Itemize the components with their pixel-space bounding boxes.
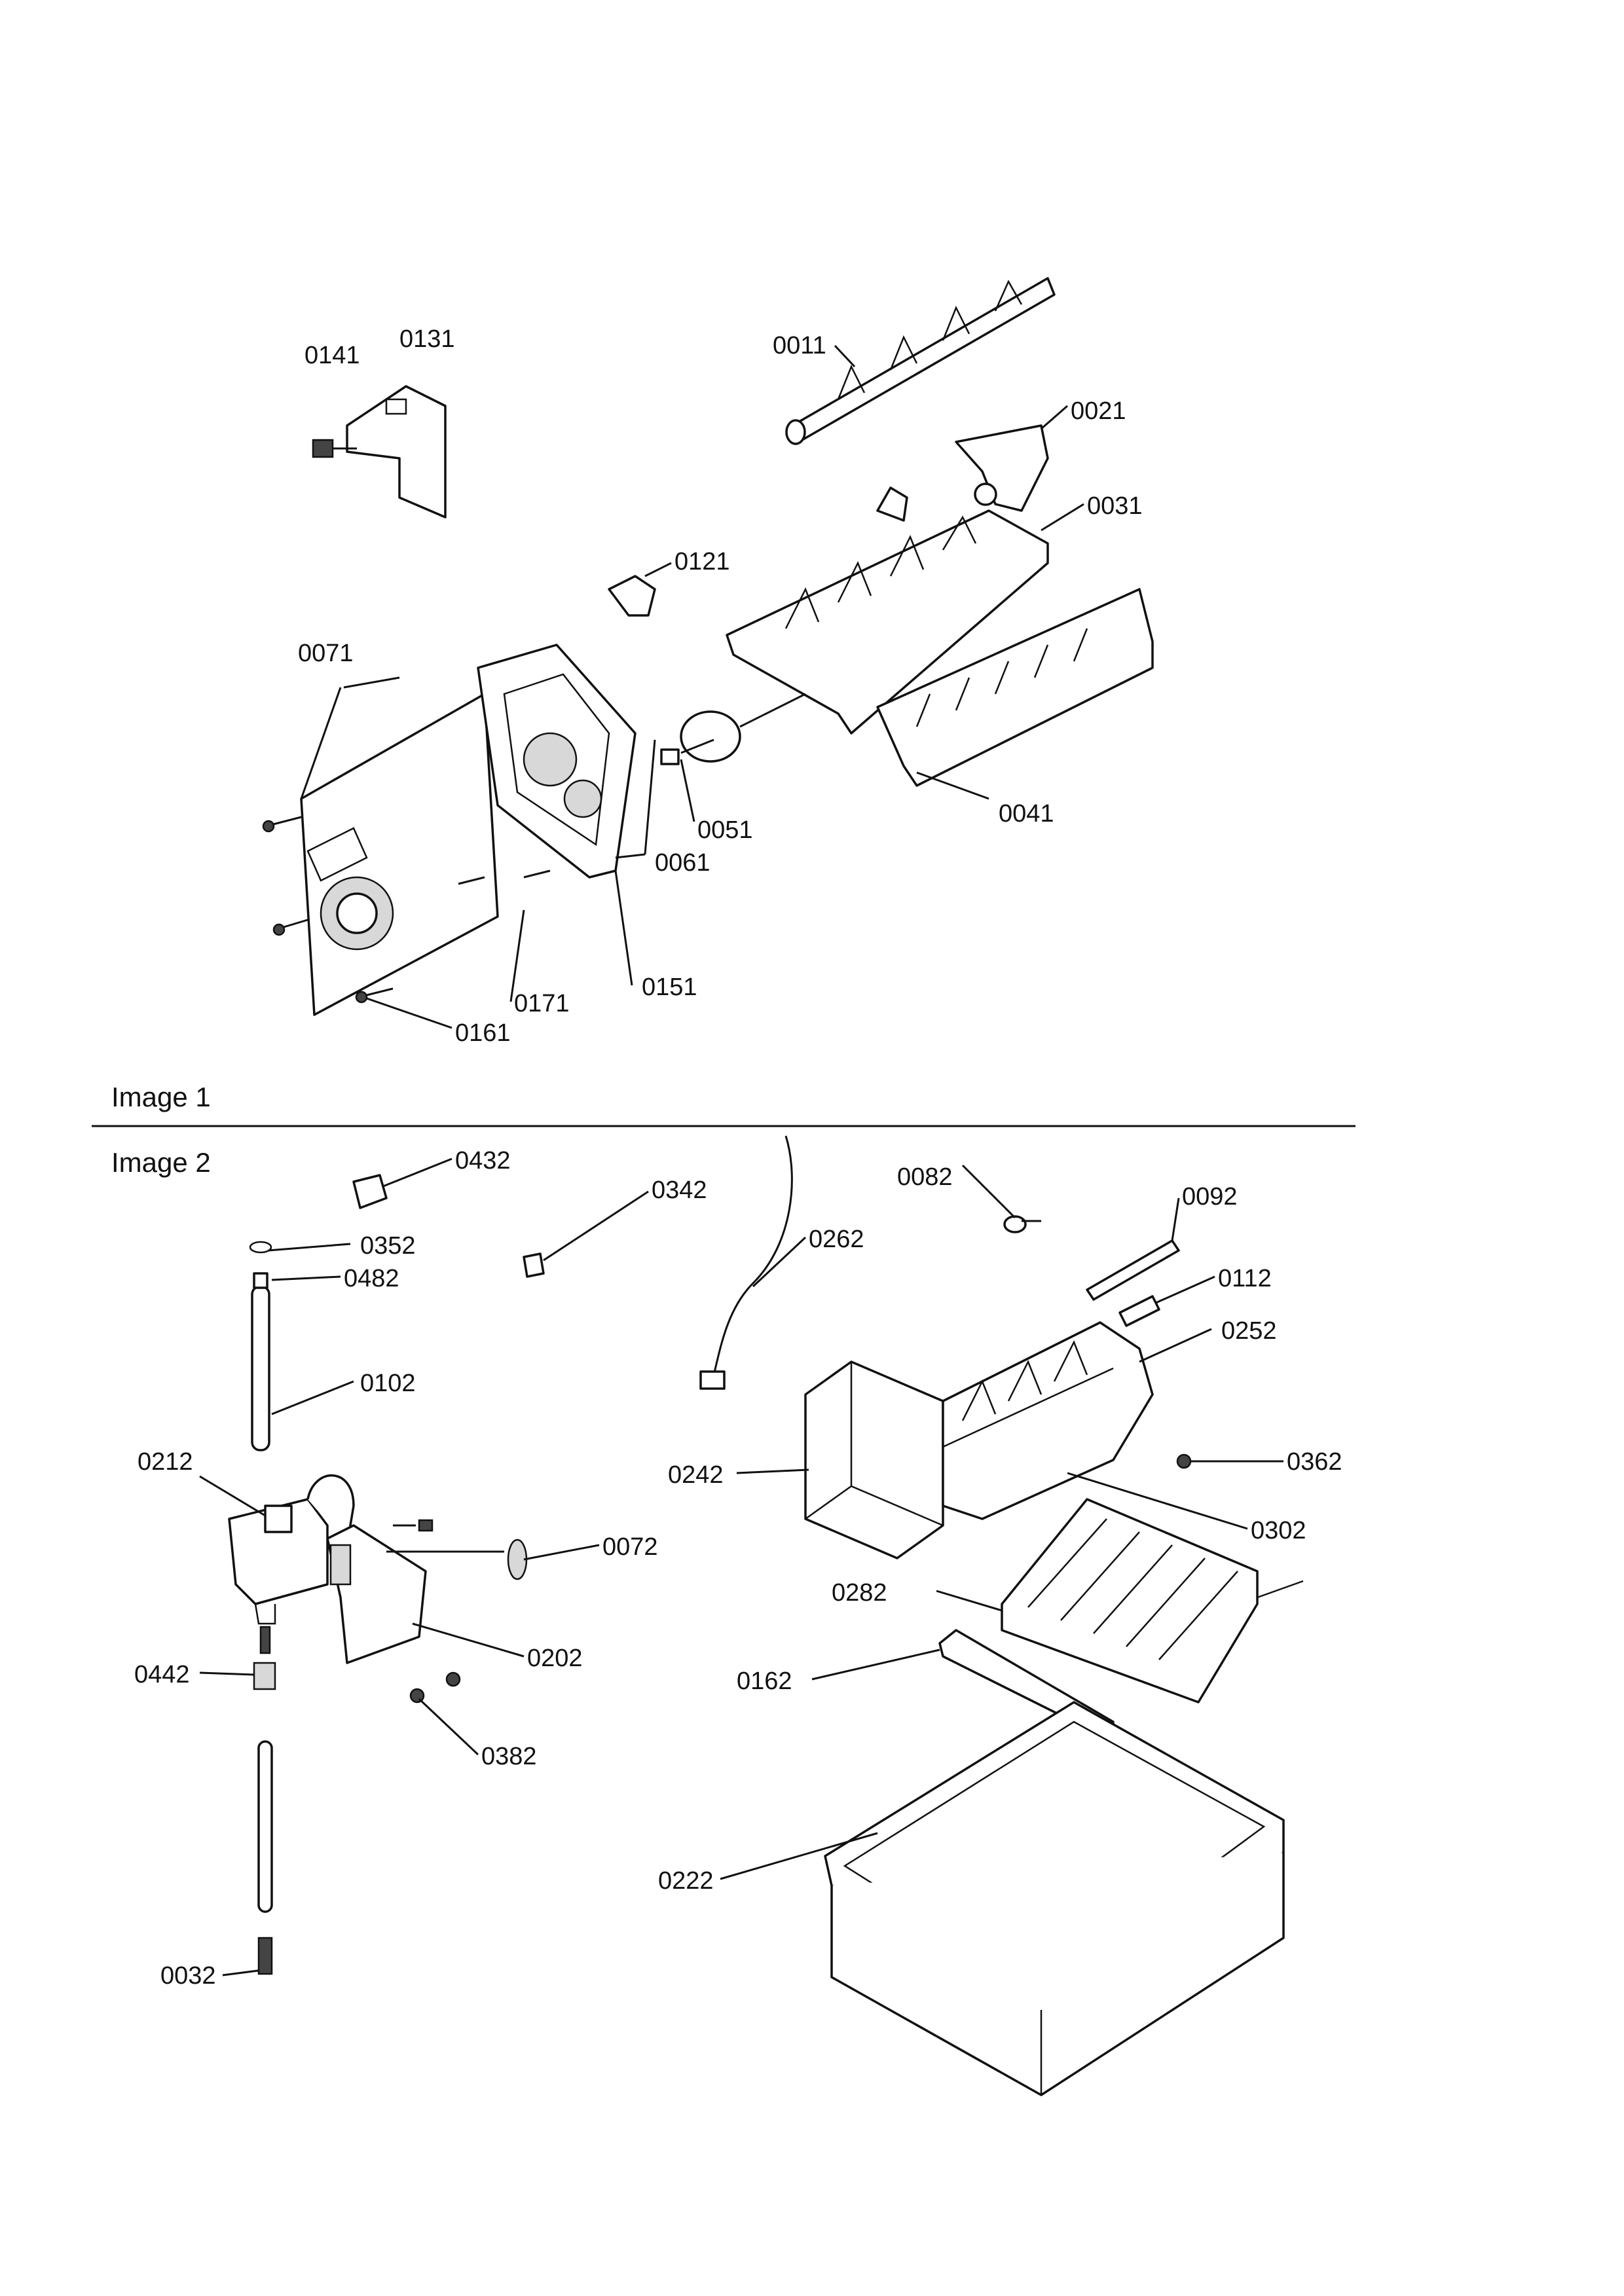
part-label-0342: 0342	[652, 1176, 707, 1204]
part-label-0151: 0151	[642, 974, 697, 1001]
part-label-0121: 0121	[674, 548, 730, 575]
tube-part-0102	[249, 1241, 272, 1451]
part-label-0161: 0161	[455, 1019, 511, 1047]
part-label-0102: 0102	[360, 1370, 416, 1397]
rake-part-0041	[876, 588, 1154, 787]
part-label-0302: 0302	[1251, 1517, 1306, 1544]
part-label-0061: 0061	[655, 849, 710, 877]
clip-part-0121	[608, 575, 656, 617]
icemaker-assembly-0242-0252	[804, 1321, 1154, 1559]
part-label-0131: 0131	[399, 325, 455, 353]
part-label-0252: 0252	[1221, 1317, 1277, 1345]
harness-part-0262	[699, 1135, 793, 1390]
part-label-0242: 0242	[668, 1461, 724, 1489]
part-label-0482: 0482	[344, 1265, 399, 1292]
image1-leaders	[300, 344, 1084, 1029]
bracket-part-0021	[955, 424, 1049, 512]
housing-part-0071	[300, 693, 499, 1016]
ejector-part-0011	[785, 277, 1056, 445]
part-label-0282: 0282	[832, 1579, 887, 1607]
screws-part-0161-0171	[262, 816, 551, 1004]
part-label-0092: 0092	[1182, 1183, 1238, 1211]
frame-part-0151	[477, 644, 637, 879]
part-label-0011: 0011	[773, 332, 826, 359]
part-label-0112: 0112	[1218, 1265, 1272, 1292]
part-label-0382: 0382	[481, 1743, 537, 1770]
screw-part-0141	[312, 439, 357, 458]
part-label-0442: 0442	[134, 1661, 190, 1688]
part-label-0202: 0202	[527, 1645, 583, 1672]
screws-part-0382	[409, 1671, 461, 1704]
part-label-0352: 0352	[360, 1232, 416, 1260]
screw-part-0362	[1176, 1453, 1211, 1469]
part-label-0021: 0021	[1071, 397, 1126, 425]
image1-caption: Image 1	[111, 1082, 211, 1112]
nut-tube-part-0442-0032	[253, 1626, 276, 1975]
rack-part-0282	[1001, 1498, 1304, 1704]
motor-part-0051	[660, 693, 806, 765]
part-label-0071: 0071	[298, 640, 354, 667]
image2-caption: Image 2	[111, 1147, 211, 1178]
fitting-part-0432	[352, 1174, 388, 1209]
part-label-0051: 0051	[697, 816, 753, 844]
part-label-0162: 0162	[737, 1667, 792, 1695]
part-label-0031: 0031	[1087, 492, 1143, 520]
bracket-part-0202	[326, 1519, 528, 1664]
part-label-0362: 0362	[1287, 1448, 1342, 1476]
part-label-0041: 0041	[999, 800, 1054, 828]
part-label-0082: 0082	[897, 1163, 953, 1191]
part-label-0032: 0032	[160, 1962, 216, 1990]
image2-leaders	[199, 1157, 1283, 1977]
mold-part-0031	[726, 486, 1049, 735]
image1-drawing	[92, 277, 1356, 1127]
image2-drawing	[199, 1135, 1304, 2096]
valve-part-0212	[228, 1474, 355, 1625]
cover-part-0131	[346, 385, 447, 519]
part-label-0072: 0072	[602, 1533, 658, 1561]
clip-part-0342	[523, 1252, 545, 1278]
part-label-0222: 0222	[658, 1867, 714, 1895]
bin-part-0222	[824, 1701, 1285, 2096]
part-label-0212: 0212	[138, 1448, 193, 1476]
part-label-0141: 0141	[304, 342, 360, 369]
shaft-parts-0082-0092-0112	[1003, 1215, 1180, 1327]
part-label-0432: 0432	[455, 1147, 511, 1175]
part-label-0171: 0171	[514, 990, 570, 1017]
part-label-0262: 0262	[809, 1226, 864, 1253]
